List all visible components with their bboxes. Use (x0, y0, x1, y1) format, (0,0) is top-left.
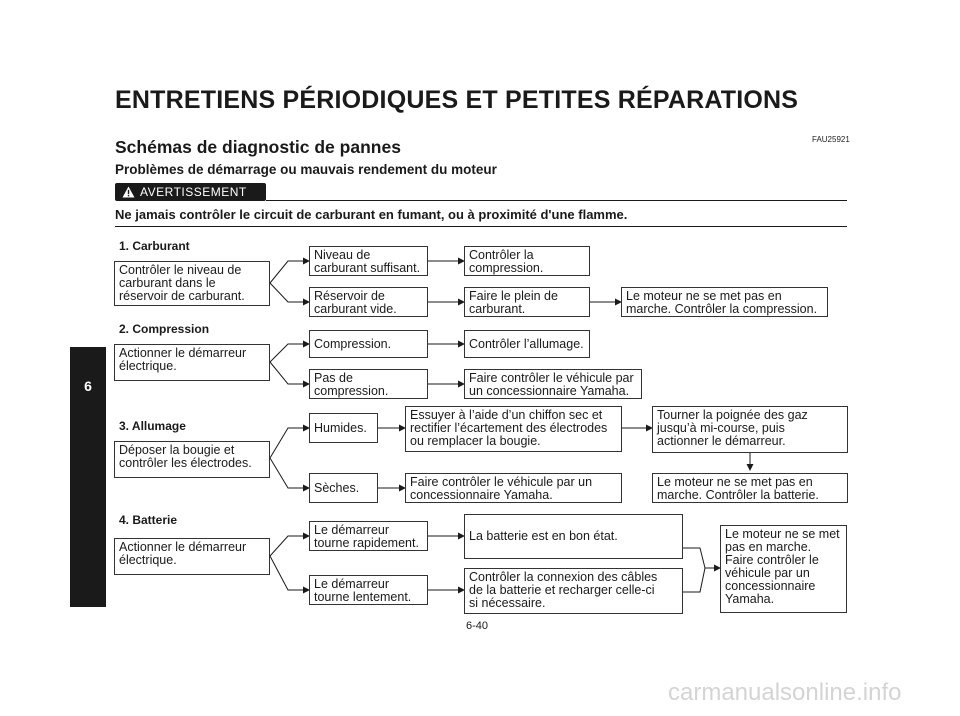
ignition-dealer-box: Faire contrôler le véhicule par un conce… (405, 473, 622, 503)
page-title: ENTRETIENS PÉRIODIQUES ET PETITES RÉPARA… (115, 86, 799, 114)
warning-rule-bottom (115, 226, 847, 227)
document-code: FAU25921 (812, 135, 850, 144)
ignition-dry-box: Sèches. (309, 473, 378, 503)
warning-rule-top (266, 200, 847, 201)
battery-check-connections-box: Contrôler la connexion des câbles de la … (464, 568, 683, 614)
fuel-refuel-box: Faire le plein de carburant. (464, 287, 590, 317)
ignition-result-box: Le moteur ne se met pas en marche. Contr… (652, 473, 848, 503)
page-number: 6-40 (466, 620, 489, 632)
compression-ok-box: Compression. (309, 330, 428, 358)
fuel-sufficient-box: Niveau de carburant suffisant. (309, 246, 428, 276)
compression-start-box: Actionner le démarreur électrique. (114, 344, 270, 381)
ignition-throttle-box: Tourner la poignée des gaz jusqu’à mi-co… (652, 406, 848, 453)
ignition-start-box: Déposer la bougie et contrôler les élect… (114, 441, 270, 478)
chapter-tab-number: 6 (84, 378, 92, 394)
warning-label: AVERTISSEMENT (140, 185, 247, 199)
warning-triangle-icon (122, 186, 135, 198)
battery-slow-box: Le démarreur tourne lentement. (309, 575, 428, 605)
battery-fast-box: Le démarreur tourne rapidement. (309, 521, 428, 551)
fuel-empty-box: Réservoir de carburant vide. (309, 287, 428, 317)
ignition-wet-box: Humides. (309, 413, 378, 443)
fuel-check-compression-box: Contrôler la compression. (464, 246, 590, 276)
watermark: carmanualsonline.info (668, 679, 902, 706)
compression-none-box: Pas de compression. (309, 369, 428, 399)
fuel-result-box: Le moteur ne se met pas en marche. Contr… (621, 287, 828, 317)
fuel-heading: 1. Carburant (119, 239, 190, 253)
ignition-wipe-box: Essuyer à l’aide d’un chiffon sec et rec… (405, 406, 622, 452)
battery-heading: 4. Batterie (119, 513, 178, 527)
warning-badge: AVERTISSEMENT (115, 183, 266, 201)
chapter-tab: 6 (70, 347, 106, 607)
battery-good-box: La batterie est en bon état. (464, 514, 683, 559)
compression-check-ignition-box: Contrôler l’allumage. (464, 330, 590, 358)
subsection-title: Problèmes de démarrage ou mauvais rendem… (115, 162, 497, 177)
fuel-start-box: Contrôler le niveau de carburant dans le… (114, 261, 270, 306)
ignition-heading: 3. Allumage (119, 419, 186, 433)
warning-text: Ne jamais contrôler le circuit de carbur… (115, 207, 628, 222)
compression-heading: 2. Compression (119, 322, 210, 336)
battery-start-box: Actionner le démarreur électrique. (114, 538, 270, 575)
battery-result-box: Le moteur ne se met pas en marche. Faire… (720, 525, 847, 613)
section-title: Schémas de diagnostic de pannes (115, 137, 401, 157)
compression-dealer-box: Faire contrôler le véhicule par un conce… (464, 369, 642, 399)
